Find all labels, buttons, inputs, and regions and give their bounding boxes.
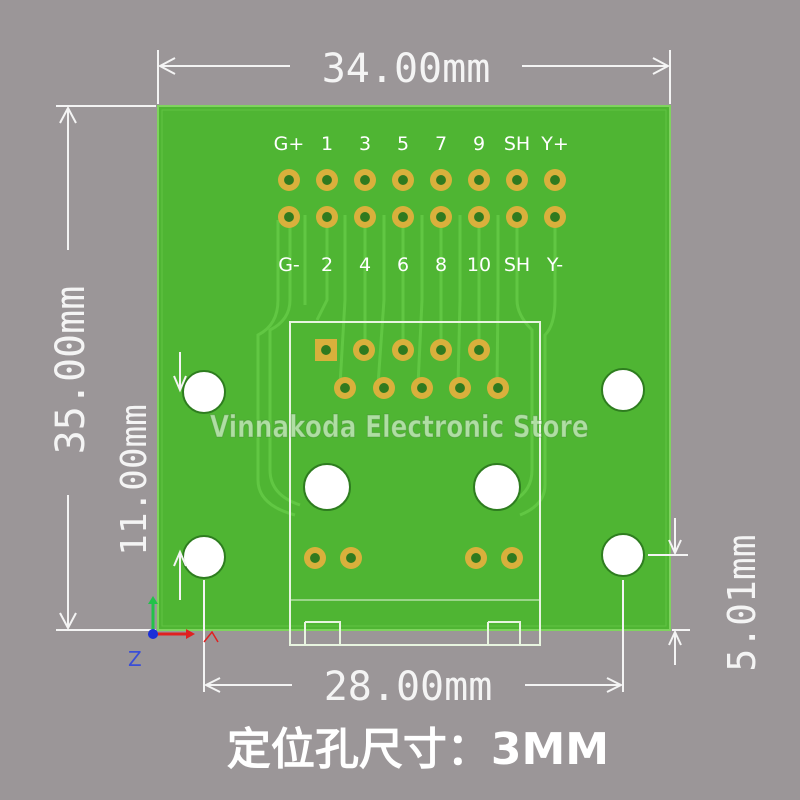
dimension-lines (56, 50, 690, 693)
pad-hole (360, 175, 370, 185)
pad-hole (284, 175, 294, 185)
pad-hole (436, 345, 446, 355)
pin-label: 5 (397, 133, 409, 155)
pad-hole (474, 345, 484, 355)
mounting-hole (182, 535, 226, 579)
pin-label: 9 (473, 133, 485, 155)
pad-hole (417, 383, 427, 393)
pad-hole (507, 553, 517, 563)
pad-hole (322, 212, 332, 222)
mounting-hole (182, 370, 226, 414)
pin-label: 1 (321, 133, 333, 155)
pin-label: G+ (274, 133, 305, 155)
pin-label: Y- (546, 254, 563, 276)
pad-hole (550, 212, 560, 222)
pin-label: 3 (359, 133, 371, 155)
pcb-traces (256, 215, 557, 517)
pad-hole (398, 345, 408, 355)
caption: 定位孔尺寸：3MM (227, 724, 609, 775)
pad-hole (474, 212, 484, 222)
pad-hole (359, 345, 369, 355)
pad-hole (471, 553, 481, 563)
pin-label: G- (278, 254, 300, 276)
pad-hole (493, 383, 503, 393)
pin-label: 10 (467, 254, 491, 276)
pad-hole (474, 175, 484, 185)
pad-hole (379, 383, 389, 393)
pad-hole (436, 212, 446, 222)
pad-hole (340, 383, 350, 393)
pad-hole (322, 175, 332, 185)
bottom-pin-labels: G- 2 4 6 8 10 SH Y- (278, 254, 563, 276)
mounting-holes (182, 368, 645, 579)
pad-hole (346, 553, 356, 563)
top-pin-labels: G+ 1 3 5 7 9 SH Y+ (274, 133, 569, 155)
pad-hole (321, 345, 331, 355)
pad-hole (360, 212, 370, 222)
pad-hole (512, 175, 522, 185)
pin-label: 2 (321, 254, 333, 276)
connector-outline (289, 321, 541, 646)
axis-label-z: Z (128, 647, 142, 671)
pin-label: SH (504, 133, 530, 155)
pad-hole (398, 175, 408, 185)
dimension-height: 35.00mm (48, 286, 94, 455)
pin-label: Y+ (540, 133, 569, 155)
pcb-board (157, 105, 671, 631)
mounting-hole (601, 368, 645, 412)
pad-hole (512, 212, 522, 222)
pad-hole (550, 175, 560, 185)
pad-hole (455, 383, 465, 393)
pcb-board-inner (161, 109, 667, 627)
pad-hole (436, 175, 446, 185)
pin-label: 6 (397, 254, 409, 276)
pin-label: 8 (435, 254, 447, 276)
connector-hole (473, 463, 521, 511)
pin-label: 4 (359, 254, 371, 276)
dimension-hole-spacing: 28.00mm (324, 664, 493, 710)
dimension-width: 34.00mm (322, 46, 491, 92)
pad-hole (398, 212, 408, 222)
connector-hole (303, 463, 351, 511)
header-pads (278, 169, 566, 228)
mounting-hole (601, 533, 645, 577)
pin-label: 7 (435, 133, 447, 155)
axis-gizmo: Z (128, 596, 219, 671)
pad-hole (284, 212, 294, 222)
pin-label: SH (504, 254, 530, 276)
connector-pads (304, 339, 523, 569)
dimension-hole-vertical: 11.00mm (114, 404, 155, 556)
watermark: Vinnakoda Electronic Store (210, 409, 589, 444)
dimension-hole-offset: 5.01mm (720, 534, 764, 671)
pad-hole (310, 553, 320, 563)
